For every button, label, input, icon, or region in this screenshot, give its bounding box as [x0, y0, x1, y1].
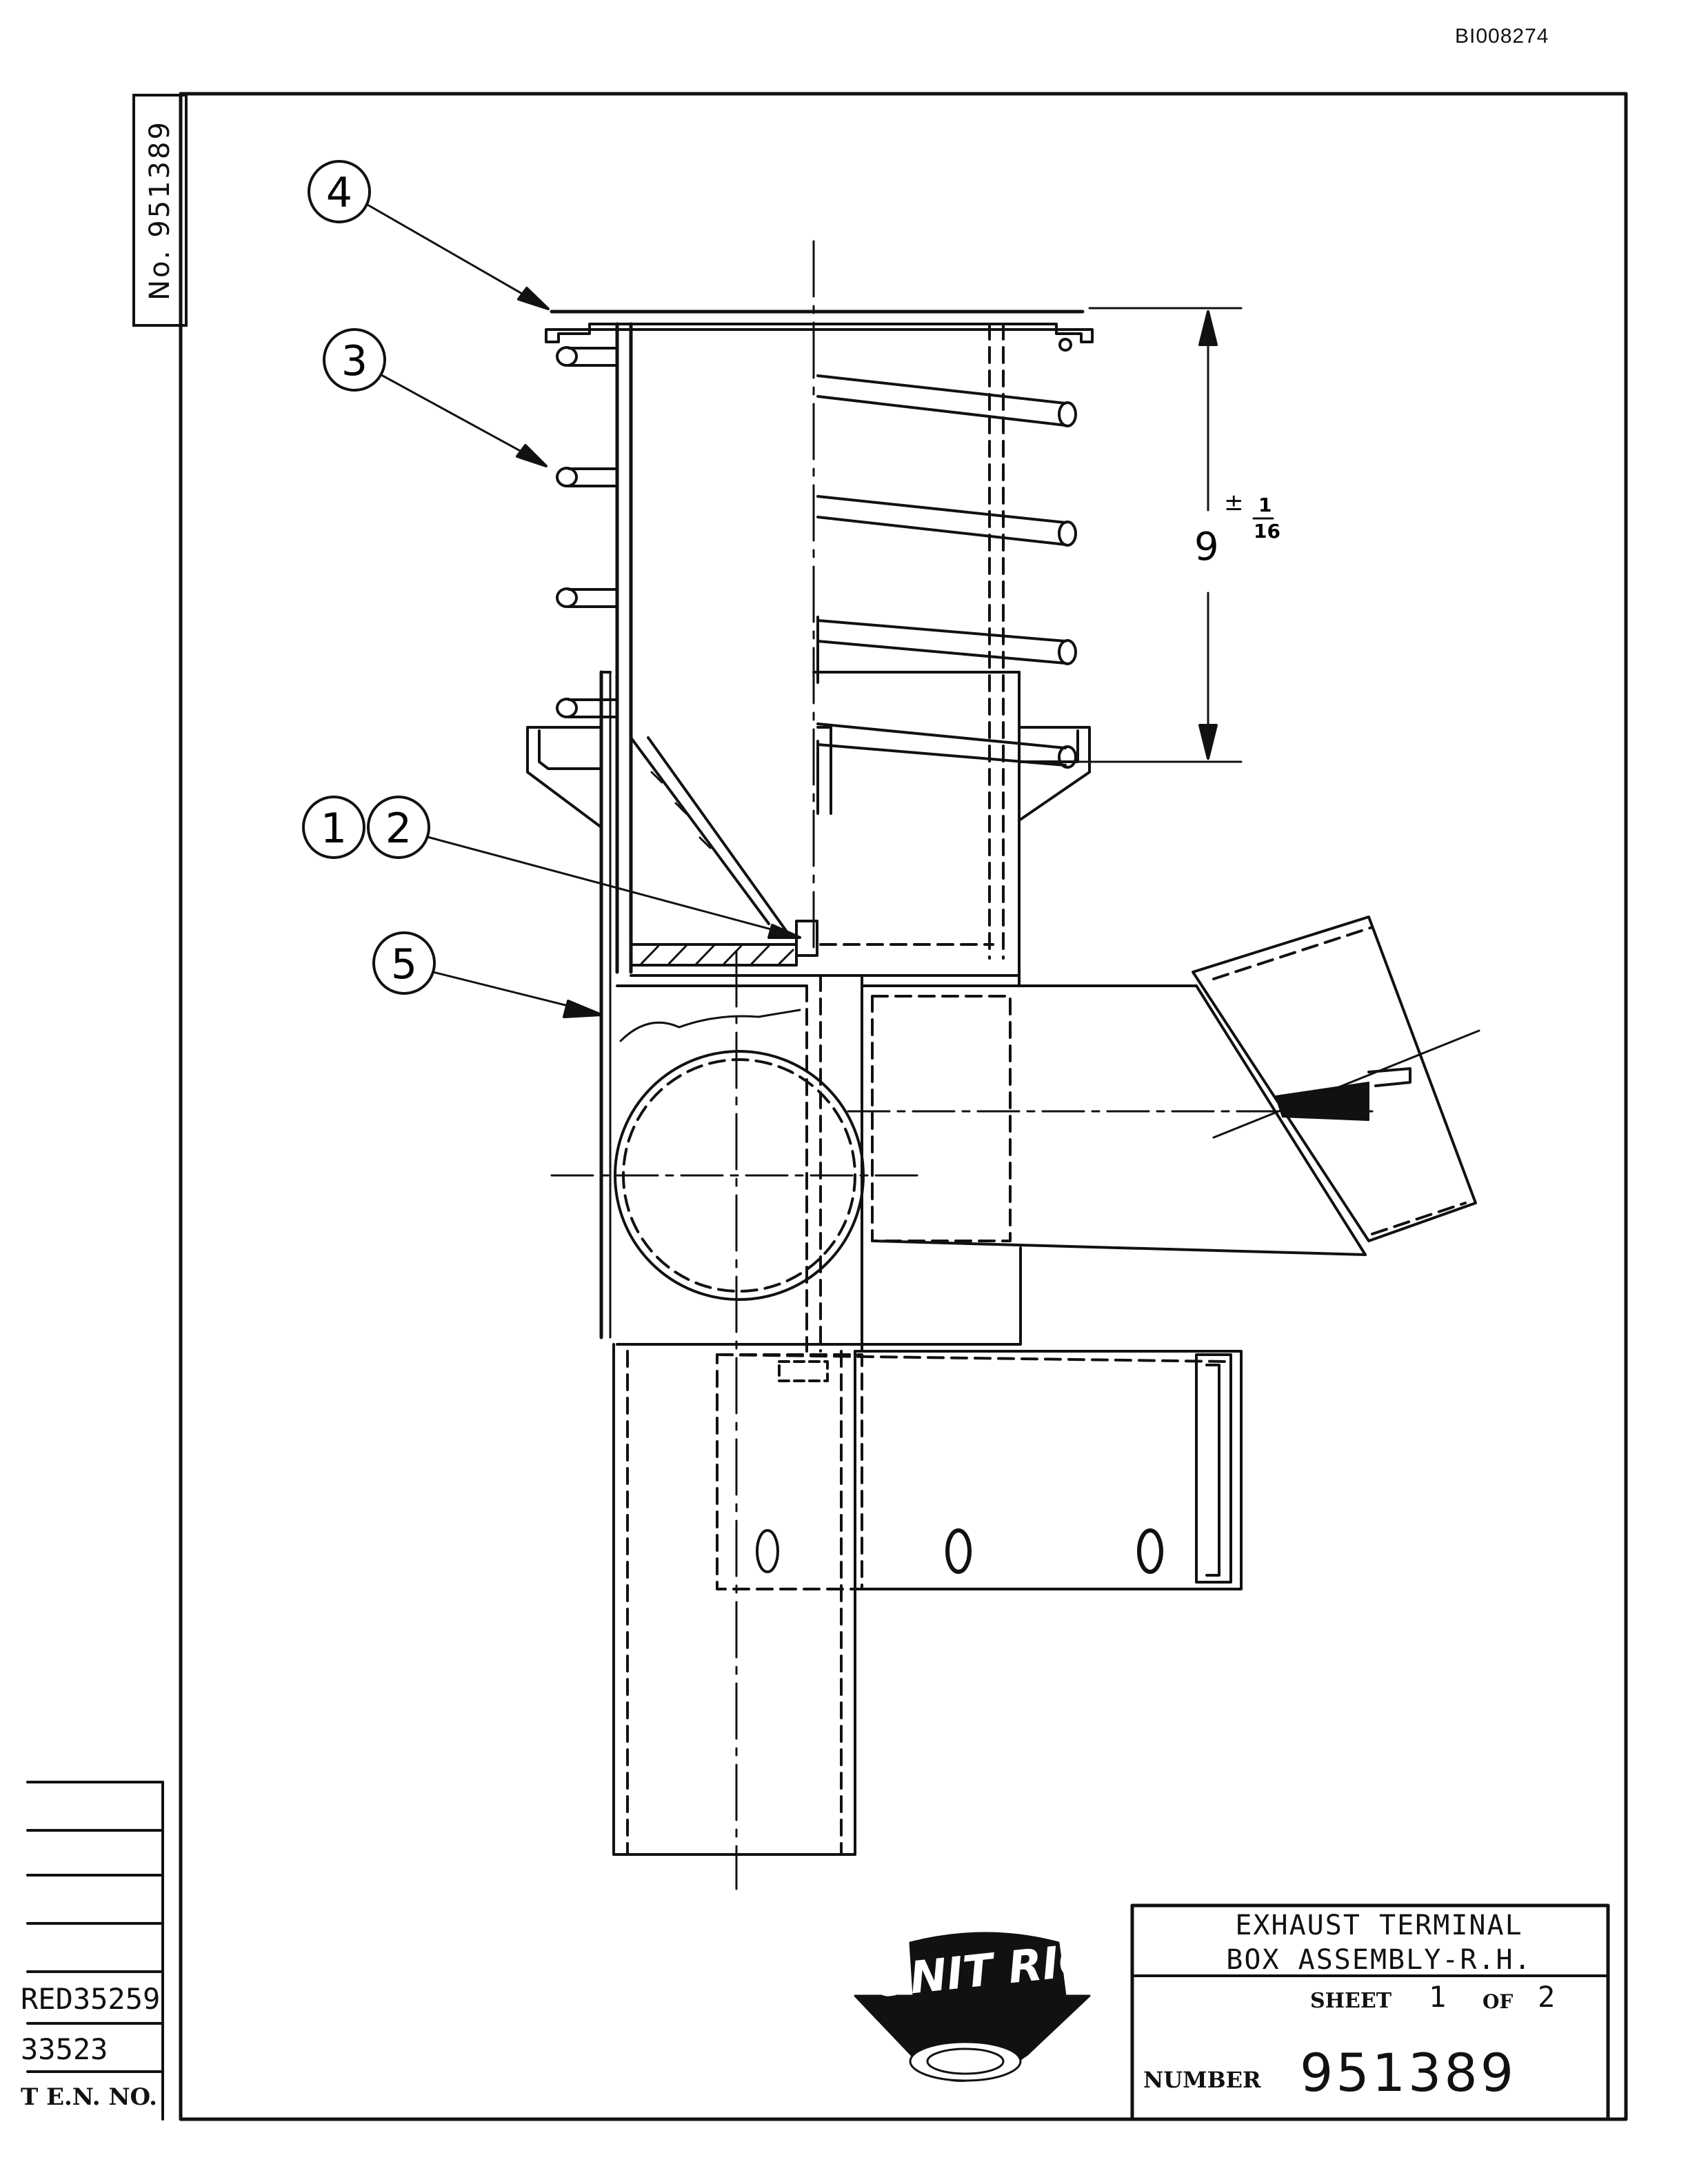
- drawing-border: [179, 92, 1628, 2121]
- revision-line-3: T E.N. NO.: [21, 2083, 158, 2111]
- of-value: 2: [1538, 1980, 1556, 2014]
- sheet-value: 1: [1429, 1980, 1447, 2014]
- title-block-frame: [1130, 1903, 1610, 2121]
- right-studs: [816, 374, 1077, 769]
- left-studs: [556, 346, 619, 718]
- of-label: OF: [1483, 1990, 1514, 2013]
- balloon-3-label: 3: [341, 337, 368, 385]
- document-id: BI008274: [1455, 25, 1549, 48]
- lower-tube: [612, 1343, 856, 1856]
- dimension-tolerance-den: 16: [1254, 520, 1280, 543]
- lower-housing: [616, 974, 1367, 1353]
- balloons: [302, 160, 801, 1018]
- revision-block-frame: [26, 1781, 164, 2121]
- balloon-5-label: 5: [391, 940, 417, 989]
- balloon-2-label: 2: [385, 805, 412, 853]
- angled-outlet: [1192, 916, 1480, 1256]
- title-block-title: EXHAUST TERMINAL BOX ASSEMBLY-R.H.: [1138, 1908, 1620, 1977]
- main-tube: [615, 322, 1005, 974]
- title-line-2: BOX ASSEMBLY-R.H.: [1226, 1944, 1532, 1976]
- outer-housing: [526, 670, 1091, 1339]
- balloon-1-label: 1: [321, 805, 347, 853]
- drawing-number: 951389: [1300, 2042, 1517, 2103]
- revision-line-2: 33523: [21, 2032, 108, 2066]
- bottom-plate: [630, 920, 1021, 977]
- title-line-1: EXHAUST TERMINAL: [1235, 1910, 1523, 1941]
- revision-line-1: RED35259: [21, 1982, 161, 2016]
- number-label: NUMBER: [1143, 2067, 1261, 2093]
- unit-rig-logo: [854, 1932, 1091, 2082]
- sheet-label: SHEET: [1310, 1989, 1392, 2013]
- inlet-circle: [550, 1050, 1374, 1301]
- dimension-tolerance-sign: ±: [1224, 489, 1244, 516]
- top-flange: [545, 310, 1094, 352]
- mounting-bracket: [716, 1350, 1243, 1590]
- diagonal-brace: [630, 736, 787, 932]
- balloon-4-label: 4: [326, 169, 352, 217]
- dimension-9: [1074, 307, 1274, 763]
- dimension-value: 9: [1194, 525, 1219, 569]
- drawing-number-box: No. 951389: [132, 94, 188, 327]
- dimension-tolerance-num: 1: [1258, 494, 1272, 516]
